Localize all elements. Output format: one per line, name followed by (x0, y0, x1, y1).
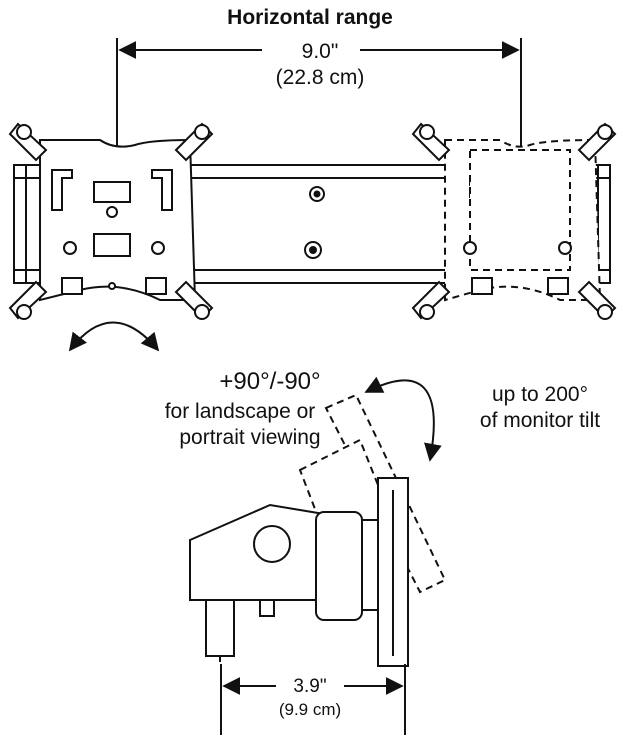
horizontal-range-title: Horizontal range (227, 6, 393, 29)
rotation-caption-line1: for landscape or (164, 400, 316, 423)
rotation-arrow (68, 321, 160, 352)
right-vesa-corner-tabs (411, 122, 617, 320)
depth-dimension (220, 664, 406, 735)
tilt-caption-line1: up to 200° (492, 383, 588, 406)
horizontal-dimension (116, 38, 522, 150)
tilt-arrow (364, 376, 442, 462)
left-vesa-plate (8, 122, 214, 320)
horizontal-range-cm: (22.8 cm) (275, 66, 365, 89)
depth-cm: (9.9 cm) (278, 700, 342, 719)
side-view-mount (189, 393, 447, 667)
rotation-caption-line2: portrait viewing (179, 426, 321, 449)
rotation-value: +90°/-90° (219, 368, 321, 395)
tilt-caption-line2: of monitor tilt (479, 409, 601, 432)
right-vesa-plate-dashed (444, 138, 602, 302)
horizontal-range-inches: 9.0" (301, 40, 339, 63)
depth-inches: 3.9" (293, 676, 327, 697)
